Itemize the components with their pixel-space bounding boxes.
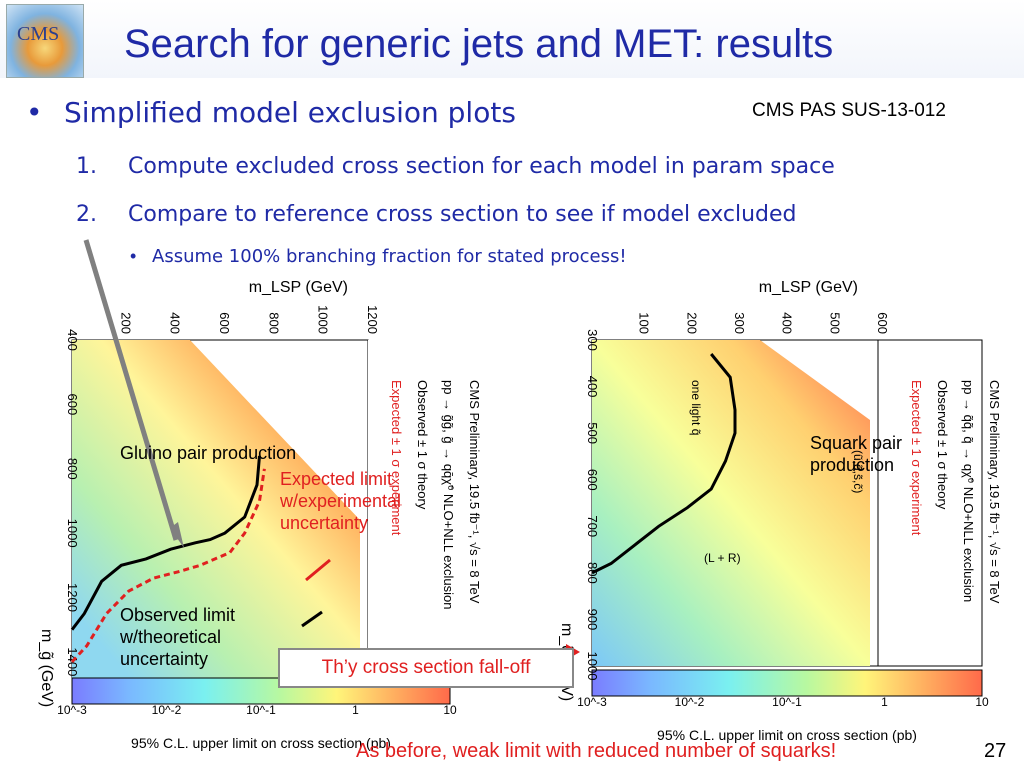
left-legend-expected: Expected ± 1 σ experiment bbox=[389, 380, 404, 536]
right-series-observed bbox=[591, 353, 737, 575]
right-colorbar-label: 95% C.L. upper limit on cross section (p… bbox=[657, 727, 917, 743]
right-colorbar-tick: 10 bbox=[975, 695, 989, 709]
left-colorbar-tick: 10^-1 bbox=[246, 703, 276, 717]
right-xtick-label: 900 bbox=[585, 609, 600, 631]
right-xtick-label: 1000 bbox=[585, 652, 600, 681]
numbered-index-2: 2. bbox=[76, 202, 97, 227]
left-ytick-label: 1000 bbox=[316, 305, 331, 334]
left-ytick-label: 200 bbox=[118, 312, 133, 334]
annotation-gluino: Gluino pair production bbox=[120, 443, 297, 463]
left-colorbar-tick: 10^-2 bbox=[152, 703, 182, 717]
right-ytick-label: 300 bbox=[732, 312, 747, 334]
sub-bullet: Assume 100% branching fraction for state… bbox=[152, 246, 627, 267]
sub-bullet-dot-icon: • bbox=[130, 246, 137, 266]
right-curve-label: (L + R) bbox=[704, 551, 741, 565]
right-ytick-label: 500 bbox=[827, 312, 842, 334]
right-legend-box bbox=[877, 339, 983, 667]
left-ylabel: m_LSP (GeV) bbox=[249, 279, 348, 296]
arrow-observed-icon bbox=[301, 610, 323, 628]
right-ytick-label: 200 bbox=[684, 312, 699, 334]
right-curve-label: (ũ,d̃,s̃,c̃) bbox=[851, 450, 865, 493]
annotation-squark: Squark pair production bbox=[810, 433, 903, 475]
left-xtick-label: 1200 bbox=[65, 583, 80, 612]
left-xtick-label: 400 bbox=[65, 329, 80, 351]
left-heatmap-area bbox=[72, 340, 360, 678]
right-legend: CMS Preliminary, 19.5 fb⁻¹, √s = 8 TeV pp… bbox=[909, 380, 1002, 604]
left-xtick-label: 1000 bbox=[65, 519, 80, 548]
left-legend-header: CMS Preliminary, 19.5 fb⁻¹, √s = 8 TeV bbox=[467, 380, 482, 604]
left-colorbar-tick: 1 bbox=[352, 703, 359, 717]
left-xtick-label: 800 bbox=[65, 458, 80, 480]
right-legend-observed: Observed ± 1 σ theory bbox=[935, 380, 950, 510]
right-xtick-label: 700 bbox=[585, 515, 600, 537]
arrow-gluino-head-icon bbox=[170, 522, 184, 548]
left-colorbar-label: 95% C.L. upper limit on cross section (p… bbox=[131, 735, 391, 751]
arrow-expected-icon bbox=[305, 558, 331, 582]
left-ytick-label: 800 bbox=[266, 312, 281, 334]
left-legend-box bbox=[368, 340, 458, 678]
right-legend-expected: Expected ± 1 σ experiment bbox=[909, 380, 924, 536]
left-ytick-label: 1200 bbox=[365, 305, 380, 334]
annotation-observed: Observed limit w/theoretical uncertainty bbox=[120, 605, 236, 669]
numbered-item-2: Compare to reference cross section to se… bbox=[128, 202, 797, 227]
left-legend-process: pp → g̃g̃, g̃ → qq̄χ̃⁰ NLO+NLL exclusion bbox=[441, 380, 456, 609]
bullet-main: Simplified model exclusion plots bbox=[64, 96, 516, 129]
left-legend: CMS Preliminary, 19.5 fb⁻¹, √s = 8 TeV pp… bbox=[389, 380, 482, 609]
right-ytick-label: 100 bbox=[637, 312, 652, 334]
right-colorbar-tick: 10^-1 bbox=[772, 695, 802, 709]
right-colorbar-tick: 10^-2 bbox=[675, 695, 705, 709]
page-number: 27 bbox=[984, 740, 1007, 762]
left-series-expected bbox=[70, 468, 266, 663]
left-ytick-label: 400 bbox=[168, 312, 183, 334]
annotation-expected: Expected limit w/experimental uncertaint… bbox=[280, 469, 402, 533]
right-xtick-label: 600 bbox=[585, 469, 600, 491]
right-legend-header: CMS Preliminary, 19.5 fb⁻¹, √s = 8 TeV bbox=[987, 380, 1002, 604]
left-colorbar-tick: 10 bbox=[443, 703, 457, 717]
right-ytick-label: 400 bbox=[780, 312, 795, 334]
right-ytick-label: 600 bbox=[875, 312, 890, 334]
right-curve-label: one light q̃ bbox=[689, 380, 703, 435]
falloff-box: Th’y cross section fall-off bbox=[278, 648, 574, 688]
left-ytick-label: 600 bbox=[217, 312, 232, 334]
right-colorbar-tick: 1 bbox=[881, 695, 888, 709]
right-series: one light q̃ (L + R) (ũ,d̃,s̃,c̃) bbox=[591, 353, 865, 575]
cms-logo: CMS bbox=[6, 4, 84, 78]
left-colorbar-tick: 10^-3 bbox=[57, 703, 87, 717]
numbered-index-1: 1. bbox=[76, 154, 97, 179]
right-colorbar bbox=[591, 669, 983, 697]
left-legend-observed: Observed ± 1 σ theory bbox=[415, 380, 430, 510]
right-xtick-label: 500 bbox=[585, 422, 600, 444]
right-heatmap-area bbox=[592, 340, 870, 666]
slide-title: Search for generic jets and MET: results bbox=[124, 22, 834, 66]
right-ylabel: m_LSP (GeV) bbox=[759, 279, 858, 296]
header-band bbox=[0, 0, 1024, 78]
reference-label: CMS PAS SUS-13-012 bbox=[752, 100, 946, 121]
right-legend-process: pp → q̃q̃, q̃ → qχ̃⁰ NLO+NLL exclusion bbox=[961, 380, 976, 602]
bullet-dot-icon: • bbox=[26, 96, 43, 129]
right-colorbar-tick: 10^-3 bbox=[577, 695, 607, 709]
annotation-weak-limit: As before, weak limit with reduced numbe… bbox=[356, 740, 837, 762]
right-xtick-label: 400 bbox=[585, 376, 600, 398]
right-xtick-label: 300 bbox=[585, 329, 600, 351]
left-xtick-label: 600 bbox=[65, 394, 80, 416]
left-xlabel: m_g̃ (GeV) bbox=[38, 629, 55, 707]
arrow-gluino-line bbox=[83, 239, 179, 541]
numbered-item-1: Compute excluded cross section for each … bbox=[128, 154, 835, 179]
